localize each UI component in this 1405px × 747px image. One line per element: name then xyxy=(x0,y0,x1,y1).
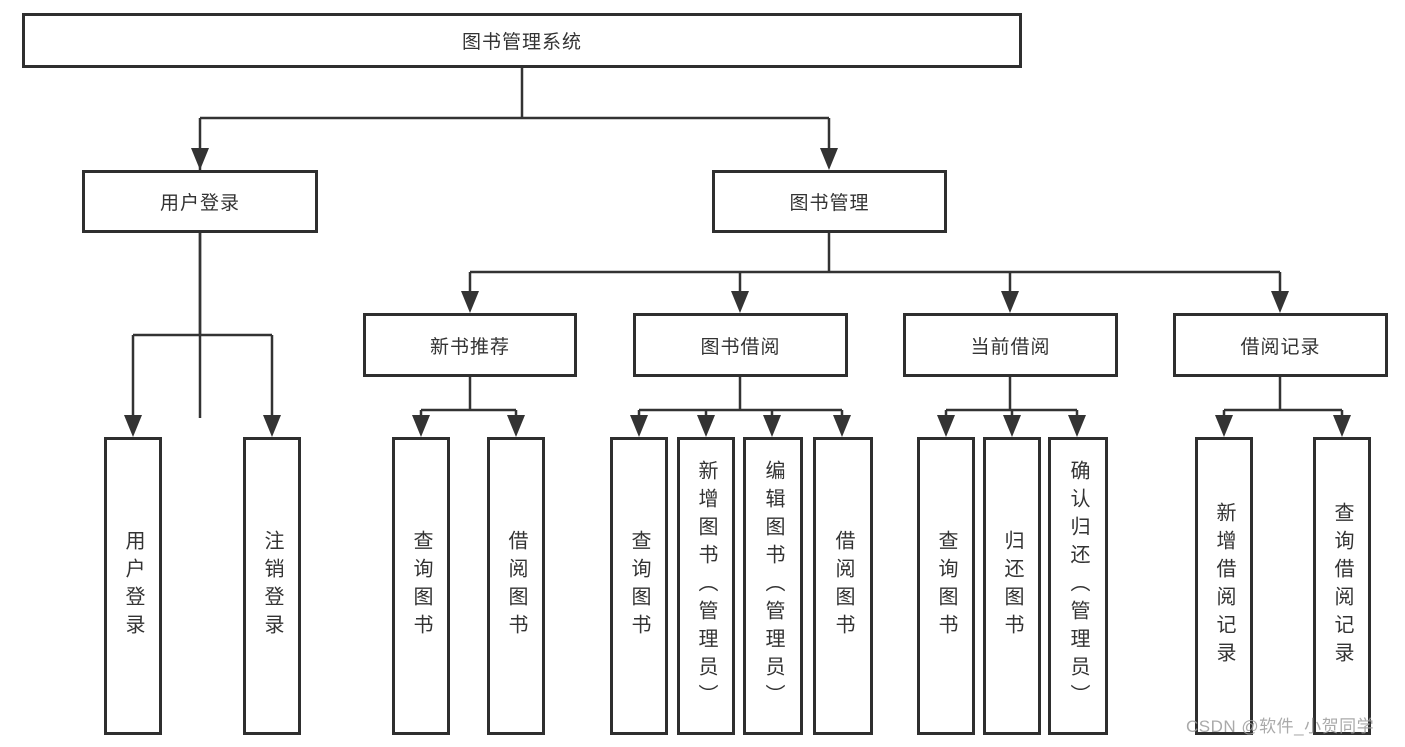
node-label: 新书推荐 xyxy=(429,336,510,358)
leaf-label: 查询图书 xyxy=(935,530,957,642)
leaf-add-book-admin: 新增图书（管理员） xyxy=(677,437,735,735)
leaf-user-login: 用户登录 xyxy=(104,437,162,735)
node-current-borrow: 当前借阅 xyxy=(903,313,1118,377)
node-label: 图书借阅 xyxy=(700,336,781,358)
leaf-query-books-borrow: 查询图书 xyxy=(610,437,668,735)
leaf-label: 确认归还（管理员） xyxy=(1067,460,1089,712)
leaf-query-books-current: 查询图书 xyxy=(917,437,975,735)
leaf-label: 查询图书 xyxy=(410,530,432,642)
node-label: 当前借阅 xyxy=(970,336,1051,358)
leaf-label: 查询图书 xyxy=(628,530,650,642)
leaf-edit-book-admin: 编辑图书（管理员） xyxy=(743,437,803,735)
leaf-label: 新增图书（管理员） xyxy=(695,460,717,712)
leaf-label: 新增借阅记录 xyxy=(1213,502,1235,670)
leaf-logout: 注销登录 xyxy=(243,437,301,735)
node-label: 用户登录 xyxy=(159,193,240,214)
node-label: 图书管理系统 xyxy=(461,32,582,53)
connector-user-login-children xyxy=(124,233,281,437)
node-library-management-system: 图书管理系统 xyxy=(22,13,1022,68)
connector-book-borrow-children xyxy=(630,377,851,437)
node-label: 图书管理 xyxy=(789,193,870,214)
leaf-label: 查询借阅记录 xyxy=(1331,502,1353,670)
node-user-login-branch: 用户登录 xyxy=(82,170,318,233)
node-label: 借阅记录 xyxy=(1240,336,1321,358)
node-new-book-recommend: 新书推荐 xyxy=(363,313,577,377)
leaf-confirm-return-admin: 确认归还（管理员） xyxy=(1048,437,1108,735)
leaf-borrow-books: 借阅图书 xyxy=(813,437,873,735)
node-book-management-branch: 图书管理 xyxy=(712,170,947,233)
connector-book-management-to-level3 xyxy=(461,233,1289,313)
node-borrow-record: 借阅记录 xyxy=(1173,313,1388,377)
leaf-label: 借阅图书 xyxy=(505,530,527,642)
leaf-borrow-books-recommend: 借阅图书 xyxy=(487,437,545,735)
leaf-label: 用户登录 xyxy=(122,530,144,642)
leaf-add-borrow-record: 新增借阅记录 xyxy=(1195,437,1253,735)
connector-new-book-children xyxy=(412,377,525,437)
leaf-query-books-recommend: 查询图书 xyxy=(392,437,450,735)
leaf-return-books: 归还图书 xyxy=(983,437,1041,735)
leaf-query-borrow-record: 查询借阅记录 xyxy=(1313,437,1371,735)
leaf-label: 归还图书 xyxy=(1001,530,1023,642)
connector-current-borrow-children xyxy=(937,377,1086,437)
leaf-label: 编辑图书（管理员） xyxy=(762,460,784,712)
csdn-watermark: CSDN @软件_小贺同学 xyxy=(1186,717,1375,736)
connector-borrow-record-children xyxy=(1215,377,1351,437)
leaf-label: 借阅图书 xyxy=(832,530,854,642)
leaf-label: 注销登录 xyxy=(261,530,283,642)
node-book-borrow: 图书借阅 xyxy=(633,313,848,377)
